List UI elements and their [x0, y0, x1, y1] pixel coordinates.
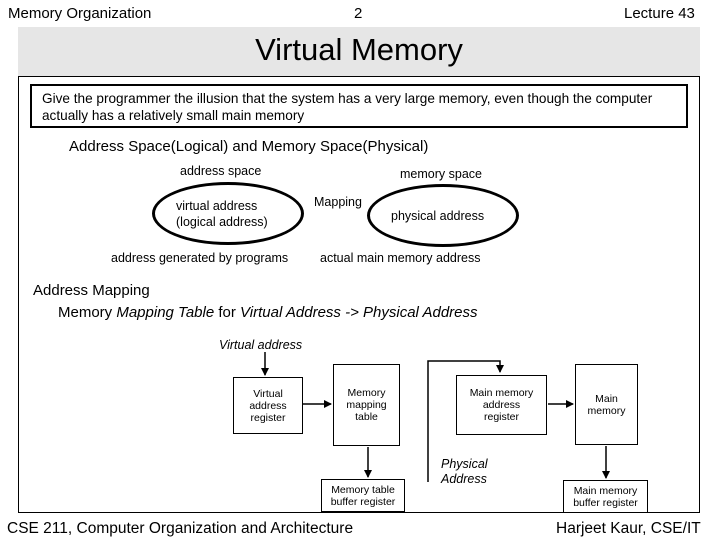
subheading-virtual-physical: Virtual Address -> Physical Address — [240, 304, 478, 321]
main-memory-box: Main memory — [575, 364, 638, 445]
memory-space-label: memory space — [400, 167, 482, 181]
footer-author: Harjeet Kaur, CSE/IT — [556, 520, 701, 537]
footer-course: CSE 211, Computer Organization and Archi… — [7, 520, 354, 537]
intro-box: Give the programmer the illusion that th… — [30, 84, 688, 128]
intro-text: Give the programmer the illusion that th… — [42, 91, 653, 123]
memory-table-buffer-register-box: Memory table buffer register — [321, 479, 405, 512]
logical-address-label: (logical address) — [176, 215, 268, 229]
memory-space-ellipse — [367, 184, 519, 247]
mapping-label: Mapping — [314, 195, 362, 209]
actual-memory-address-label: actual main memory address — [320, 251, 481, 265]
arrow-physical-address-to-mar — [427, 360, 504, 482]
virtual-address-diagram-label: Virtual address — [219, 338, 303, 352]
address-space-ellipse — [152, 182, 304, 245]
slide-title: Virtual Memory — [255, 32, 463, 67]
subheading-mid: for — [214, 304, 241, 321]
address-mapping-heading: Address Mapping — [33, 282, 150, 299]
generated-by-programs-label: address generated by programs — [111, 251, 289, 265]
address-space-heading: Address Space(Logical) and Memory Space(… — [69, 138, 429, 155]
physical-address-label: physical address — [391, 209, 485, 223]
address-space-label: address space — [180, 164, 262, 178]
lecture-number: Lecture 43 — [624, 5, 695, 22]
memory-mapping-table-box: Memory mapping table — [333, 364, 400, 446]
page-number: 2 — [354, 5, 363, 22]
virtual-address-label: virtual address — [176, 199, 258, 213]
subheading-prefix: Memory — [58, 304, 117, 321]
subheading-mapping-table: Mapping Table — [116, 304, 215, 321]
main-memory-buffer-register-box: Main memory buffer register — [563, 480, 648, 513]
physical-address-diagram-label-1: Physical — [441, 457, 488, 471]
header-section-title: Memory Organization — [8, 5, 152, 22]
title-bar — [18, 27, 700, 77]
physical-address-diagram-label-2: Address — [441, 472, 487, 486]
mapping-table-subheading: Memory Mapping Table for Virtual Address… — [58, 304, 478, 321]
virtual-address-register-box: Virtual address register — [233, 377, 303, 434]
main-memory-address-register-box: Main memory address register — [456, 375, 547, 435]
